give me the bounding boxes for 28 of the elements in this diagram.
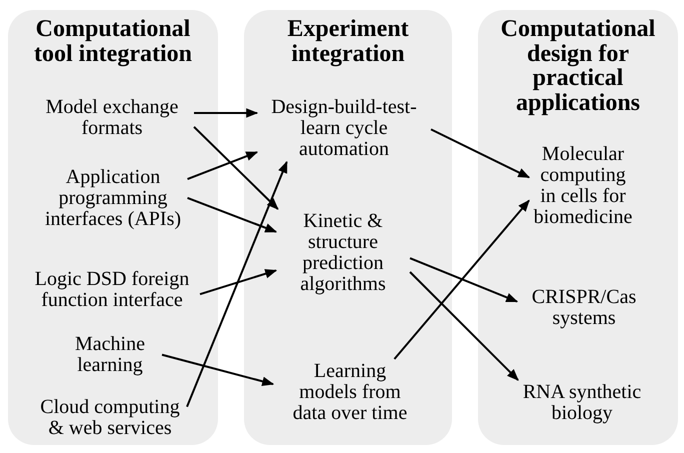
arrow <box>394 200 530 360</box>
topic-label: Machine learning <box>60 334 160 376</box>
column-heading: Experiment integration <box>286 17 410 66</box>
topic-label: Kinetic & structure prediction algorithms <box>278 211 408 295</box>
column-heading: Computational tool integration <box>33 17 193 66</box>
arrow <box>193 126 279 210</box>
arrow <box>186 160 288 408</box>
topic-label: RNA synthetic biology <box>512 382 652 424</box>
column-panel <box>244 10 452 445</box>
topic-label: Logic DSD foreign function interface <box>26 269 198 311</box>
arrow <box>409 271 519 381</box>
arrow <box>162 354 274 386</box>
column-panel <box>478 10 678 445</box>
arrow <box>410 257 518 303</box>
topic-label: Learning models from data over time <box>275 361 425 424</box>
topic-label: Design-build-test-learn cycle automation <box>259 97 429 160</box>
topic-label: Model exchange formats <box>32 97 192 139</box>
topic-label: Cloud computing & web services <box>35 397 185 439</box>
column-heading: Computational design for practical applications <box>500 17 656 115</box>
topic-label: Molecular computing in cells for biomedicine <box>531 144 635 228</box>
arrow <box>187 197 278 233</box>
arrow <box>187 151 258 180</box>
arrow <box>430 128 530 178</box>
topic-label: Application programming interfaces (APIs) <box>40 167 186 230</box>
topic-label: CRISPR/Cas systems <box>519 287 649 329</box>
arrow <box>200 269 278 296</box>
arrow <box>194 108 258 118</box>
column-panel <box>8 10 218 445</box>
